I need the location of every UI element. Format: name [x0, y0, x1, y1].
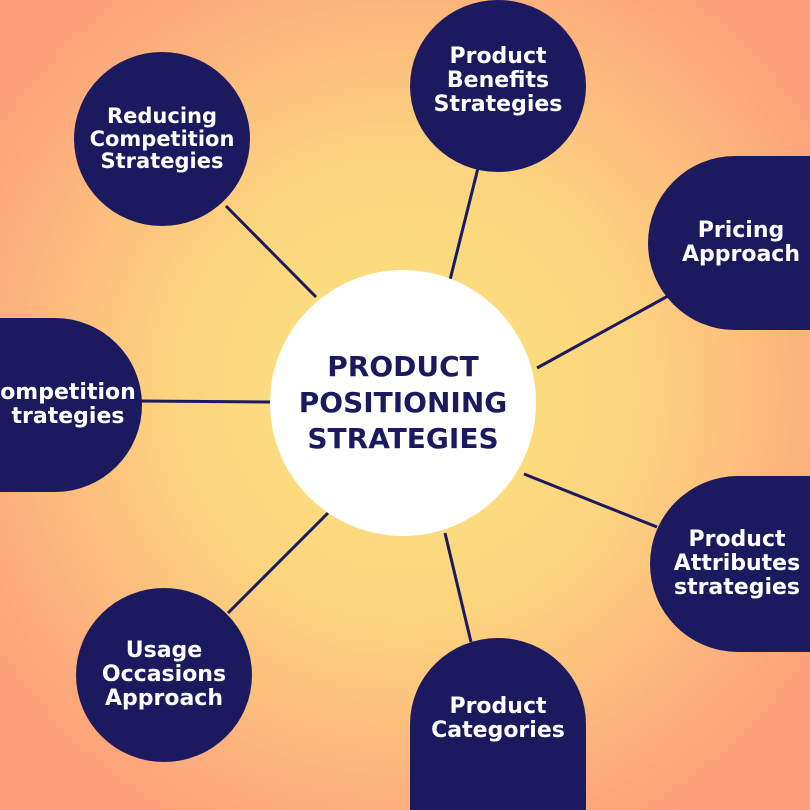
connector-product-benefits	[448, 167, 480, 281]
node-reducing-competition: Reducing Competition Strategies	[74, 52, 250, 226]
node-usage-occasions: Usage Occasions Approach	[76, 588, 252, 762]
node-label-line: Product	[449, 694, 547, 720]
center-title-line: PRODUCT	[327, 350, 479, 384]
node-label-line: ompetition	[0, 380, 136, 406]
node-product-categories: Product Categories	[410, 638, 586, 810]
node-label-line: Pricing	[697, 218, 785, 244]
node-competition: ompetition trategies	[0, 318, 142, 492]
center-title-line: STRATEGIES	[307, 421, 499, 455]
node-label-line: Competition	[89, 126, 235, 151]
node-product-attributes: Product Attributes strategies	[650, 476, 810, 652]
node-product-benefits: Product Benefits Strategies	[410, 0, 586, 172]
node-label-line: Categories	[431, 718, 565, 743]
node-label-line: Approach	[104, 685, 224, 711]
connector-product-categories	[443, 532, 473, 643]
node-label-line: Benefits	[446, 68, 550, 94]
node-label-line: strategies	[673, 574, 801, 600]
node-label-line: Approach	[681, 242, 801, 267]
connector-product-attributes	[523, 472, 658, 529]
node-label-line: Strategies	[433, 91, 563, 117]
center-title-line: POSITIONING	[298, 386, 508, 420]
node-label-line: Product	[688, 527, 786, 553]
connector-pricing	[536, 294, 669, 370]
center-node: PRODUCT POSITIONING STRATEGIES	[270, 270, 536, 536]
node-label-line: Strategies	[100, 149, 224, 174]
connector-usage-occasions	[226, 511, 330, 615]
node-pricing: Pricing Approach	[648, 156, 810, 330]
node-label-line: Product	[449, 44, 547, 70]
node-label-line: Usage	[125, 638, 203, 664]
connector-competition	[139, 399, 271, 404]
node-label-line: Reducing	[106, 103, 217, 128]
connector-reducing-competition	[224, 204, 318, 299]
node-label-line: Occasions	[101, 662, 227, 688]
node-label-line: trategies	[11, 404, 125, 429]
node-label-line: Attributes	[673, 551, 801, 577]
